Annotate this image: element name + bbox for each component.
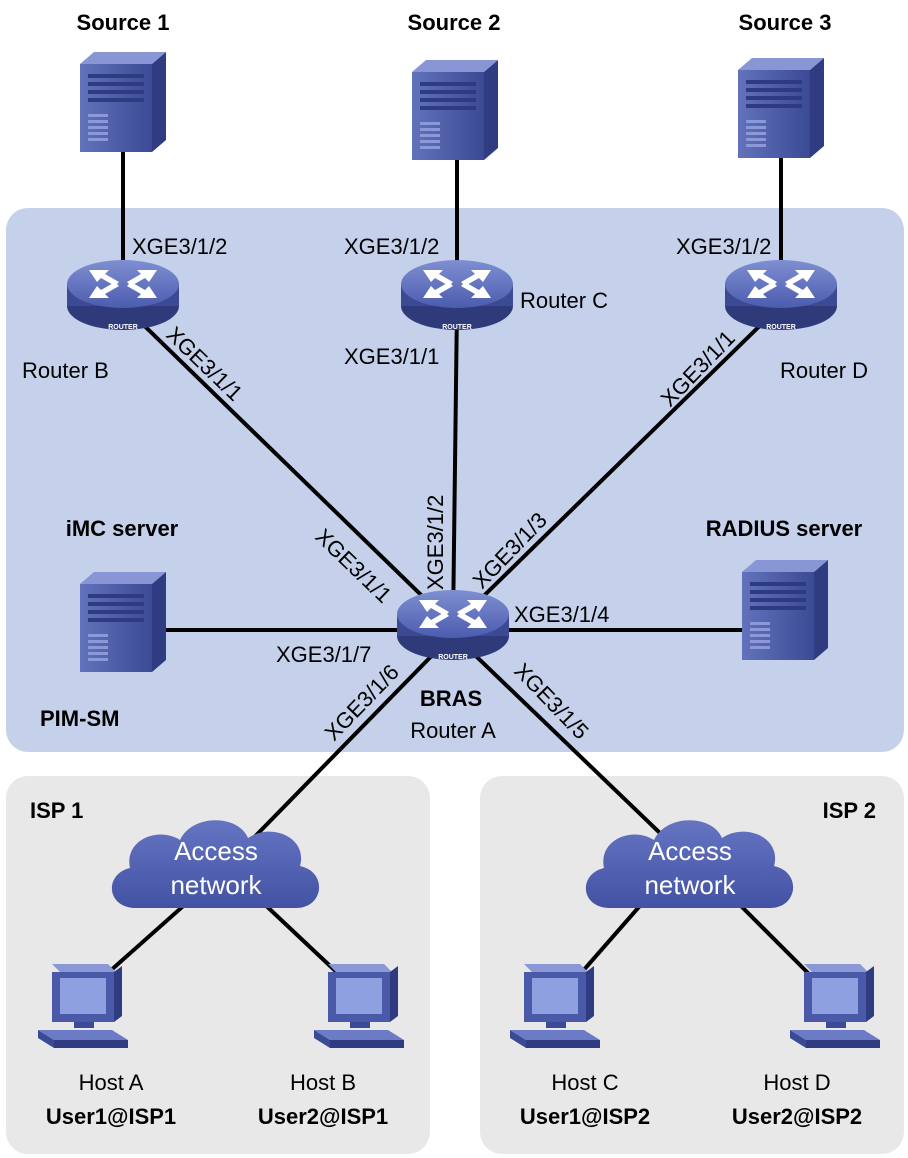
link-isp2-hostd [733, 898, 817, 982]
imc-server-label: iMC server [66, 516, 179, 541]
link-routerc-routera [451, 303, 459, 628]
source1-server-icon [80, 52, 166, 152]
source3-server-icon [738, 58, 824, 158]
isp1-region-label: ISP 1 [30, 798, 83, 823]
host-d-name: Host D [763, 1070, 830, 1095]
source1-label: Source 1 [77, 10, 170, 35]
isp1-cloud-label-line2: network [170, 870, 262, 900]
isp1-cloud-label-line1: Access [174, 836, 258, 866]
router-b-icon: ROUTER [67, 260, 179, 331]
port-label-routera-2: XGE3/1/2 [423, 495, 448, 590]
host-c-name: Host C [551, 1070, 618, 1095]
radius-server-label: RADIUS server [706, 516, 863, 541]
host-d-user: User2@ISP2 [732, 1104, 862, 1129]
host-c-user: User1@ISP2 [520, 1104, 650, 1129]
host-b-name: Host B [290, 1070, 356, 1095]
link-isp2-hostc [573, 898, 647, 982]
source3-label: Source 3 [739, 10, 832, 35]
router-c-label: Router C [520, 288, 608, 313]
isp2-access-network-cloud-icon [585, 820, 794, 908]
router-d-icon: ROUTER [725, 260, 837, 331]
isp1-access-network-cloud-icon [111, 820, 320, 908]
port-label-routerb-up: XGE3/1/2 [132, 234, 227, 259]
host-a-user: User1@ISP1 [46, 1104, 176, 1129]
link-routera-isp2 [451, 632, 690, 862]
port-label-routerd-up: XGE3/1/2 [676, 234, 771, 259]
isp2-region [480, 776, 904, 1154]
router-b-label: Router B [22, 358, 109, 383]
router-a-icon: ROUTER [397, 590, 509, 661]
isp1-region [6, 776, 430, 1154]
link-routerb-routera [121, 303, 455, 628]
imc-server-icon [80, 572, 166, 672]
svg-text:ROUTER: ROUTER [108, 324, 138, 331]
link-routerd-routera [451, 303, 783, 628]
link-isp1-hosta [98, 898, 192, 982]
svg-text:ROUTER: ROUTER [766, 324, 796, 331]
port-label-routerc-up: XGE3/1/2 [344, 234, 439, 259]
router-d-label: Router D [780, 358, 868, 383]
radius-server-icon [742, 560, 828, 660]
host-b-user: User2@ISP1 [258, 1104, 388, 1129]
links [98, 148, 817, 982]
isp2-region-label: ISP 2 [823, 798, 876, 823]
port-label-routera-4: XGE3/1/4 [514, 602, 609, 627]
isp2-cloud-label-line2: network [644, 870, 736, 900]
port-label-routerc-down: XGE3/1/1 [344, 344, 439, 369]
svg-text:ROUTER: ROUTER [438, 654, 468, 661]
source2-label: Source 2 [408, 10, 501, 35]
pim-sm-region-label: PIM-SM [40, 706, 119, 731]
link-routera-isp1 [230, 632, 455, 862]
source2-server-icon [412, 60, 498, 160]
router-c-icon: ROUTER [401, 260, 513, 331]
router-a-label: Router A [410, 718, 496, 743]
isp2-cloud-label-line1: Access [648, 836, 732, 866]
host-a-name: Host A [79, 1070, 144, 1095]
port-label-routera-7: XGE3/1/7 [276, 642, 371, 667]
router-a-role-label: BRAS [420, 686, 482, 711]
svg-text:ROUTER: ROUTER [442, 324, 472, 331]
